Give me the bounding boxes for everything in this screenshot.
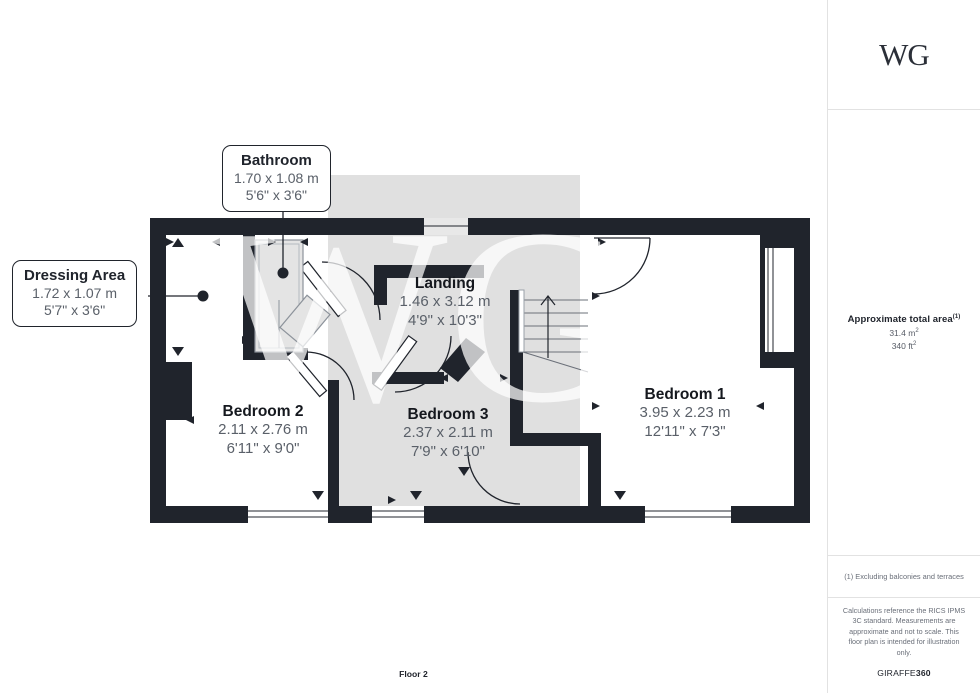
giraffe360-logo-prefix: GIRAFFE — [877, 668, 916, 679]
dimension-markers — [166, 238, 764, 504]
total-area-metric: 31.4 m2 — [889, 328, 918, 338]
wg-brand-logo: WG — [879, 37, 930, 72]
callout-leaders — [148, 212, 289, 302]
door-bedroom3 — [372, 334, 452, 393]
callout-bathroom[interactable]: Bathroom 1.70 x 1.08 m 5'6" x 3'6" — [222, 145, 331, 212]
total-area-metric-value: 31.4 m — [889, 328, 916, 339]
total-area-cell: Approximate total area(1) 31.4 m2 340 ft… — [828, 110, 980, 556]
door-landing-lower — [467, 451, 521, 505]
callout-dressing-area-dim-imperial: 5'7" x 3'6" — [43, 302, 106, 319]
watermark: WG — [212, 178, 629, 455]
footnote-cell: (1) Excluding balconies and terraces — [828, 556, 980, 598]
stairs-up-arrow — [540, 295, 556, 358]
bathroom-fixtures — [254, 239, 331, 353]
excluding-balconies-note: (1) Excluding balconies and terraces — [844, 572, 964, 581]
svg-text:WG: WG — [212, 178, 629, 455]
total-area-imperial-unit-exponent: 2 — [912, 341, 917, 348]
info-sidebar: WG Approximate total area(1) 31.4 m2 340… — [827, 0, 980, 693]
doors — [285, 237, 651, 505]
total-area-footnote-marker: (1) — [952, 313, 961, 320]
floor-label: Floor 2 — [399, 669, 428, 679]
callout-bathroom-dim-imperial: 5'6" x 3'6" — [245, 187, 308, 204]
callout-bathroom-dim-metric: 1.70 x 1.08 m — [234, 170, 319, 187]
callout-dressing-area-name: Dressing Area — [24, 267, 126, 284]
rics-disclaimer-text: Calculations reference the RICS IPMS 3C … — [842, 606, 966, 657]
windows — [248, 218, 775, 523]
total-area-imperial: 340 ft2 — [892, 341, 917, 351]
window-top-landing — [424, 218, 468, 235]
total-area-metric-unit-exponent: 2 — [915, 328, 919, 335]
callout-dressing-area-dim-metric: 1.72 x 1.07 m — [32, 285, 117, 302]
giraffe360-logo-suffix: 360 — [915, 668, 931, 679]
door-bedroom1 — [593, 237, 651, 295]
walls — [150, 218, 810, 523]
window-bottom-3 — [645, 506, 731, 523]
floor-plan-drawing: WG — [148, 175, 810, 523]
callout-bathroom-name: Bathroom — [240, 152, 312, 169]
total-area-title: Approximate total area(1) — [848, 314, 961, 325]
giraffe360-logo: GIRAFFE360 — [877, 668, 931, 678]
callout-dressing-area[interactable]: Dressing Area 1.72 x 1.07 m 5'7" x 3'6" — [12, 260, 138, 327]
disclaimer-cell: Calculations reference the RICS IPMS 3C … — [828, 598, 980, 693]
window-bottom-1 — [248, 506, 328, 523]
window-right-bedroom1 — [765, 248, 775, 352]
floor-plan-canvas[interactable]: WG — [0, 0, 827, 693]
door-bedroom2 — [285, 350, 355, 401]
total-area-title-text: Approximate total area — [847, 314, 953, 326]
brand-logo-cell: WG — [828, 0, 980, 110]
total-area-imperial-value: 340 ft — [891, 341, 913, 352]
staircase — [518, 289, 589, 373]
window-bottom-2 — [372, 506, 424, 523]
door-bathroom — [299, 260, 381, 321]
